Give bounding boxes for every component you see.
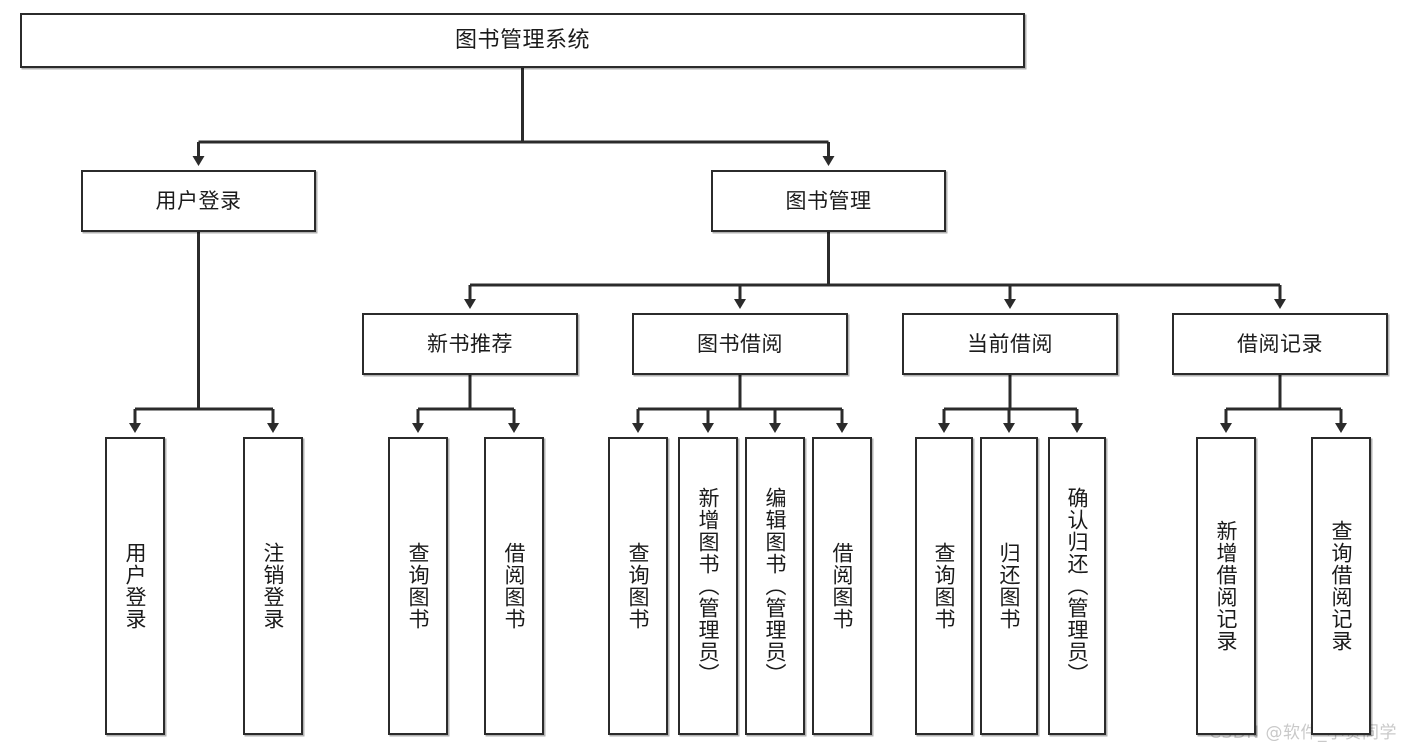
node-label: 图书管理 [785, 188, 872, 213]
node-current-borrow[interactable]: 当前借阅 [902, 313, 1118, 375]
node-leaf-add-book-admin[interactable]: 新增图书（管理员） [678, 437, 738, 735]
node-label: 借阅记录 [1237, 331, 1323, 356]
node-new-book-rec[interactable]: 新书推荐 [362, 313, 578, 375]
node-leaf-add-borrow-record[interactable]: 新增借阅记录 [1196, 437, 1256, 735]
node-label: 查询图书 [406, 542, 431, 630]
node-label: 新书推荐 [427, 331, 513, 356]
node-leaf-query-borrow-record[interactable]: 查询借阅记录 [1311, 437, 1371, 735]
node-borrow-record[interactable]: 借阅记录 [1172, 313, 1388, 375]
node-label: 借阅图书 [830, 542, 855, 630]
node-leaf-confirm-return-admin[interactable]: 确认归还（管理员） [1048, 437, 1106, 735]
node-label: 新增借阅记录 [1214, 520, 1239, 652]
node-leaf-query-book-borrow[interactable]: 查询图书 [608, 437, 668, 735]
node-label: 当前借阅 [967, 331, 1053, 356]
node-leaf-return-book[interactable]: 归还图书 [980, 437, 1038, 735]
node-label: 用户登录 [155, 188, 242, 213]
node-label: 归还图书 [997, 542, 1022, 630]
node-leaf-query-book-rec[interactable]: 查询图书 [388, 437, 448, 735]
node-leaf-logout-login[interactable]: 注销登录 [243, 437, 303, 735]
node-book-manage[interactable]: 图书管理 [711, 170, 946, 232]
node-label: 新增图书（管理员） [696, 487, 721, 685]
node-label: 查询借阅记录 [1329, 520, 1354, 652]
node-label: 查询图书 [932, 542, 957, 630]
node-user-login[interactable]: 用户登录 [81, 170, 316, 232]
node-root-label: 图书管理系统 [454, 27, 590, 53]
node-label: 确认归还（管理员） [1065, 487, 1090, 685]
node-leaf-borrow-book-rec[interactable]: 借阅图书 [484, 437, 544, 735]
node-leaf-edit-book-admin[interactable]: 编辑图书（管理员） [745, 437, 805, 735]
node-leaf-borrow-book[interactable]: 借阅图书 [812, 437, 872, 735]
node-leaf-query-book-current[interactable]: 查询图书 [915, 437, 973, 735]
node-leaf-user-login[interactable]: 用户登录 [105, 437, 165, 735]
node-label: 注销登录 [261, 542, 286, 630]
node-label: 编辑图书（管理员） [763, 487, 788, 685]
node-label: 图书借阅 [697, 331, 783, 356]
node-label: 用户登录 [123, 542, 148, 630]
node-root[interactable]: 图书管理系统 [20, 13, 1025, 68]
node-label: 查询图书 [626, 542, 651, 630]
node-book-borrow[interactable]: 图书借阅 [632, 313, 848, 375]
node-label: 借阅图书 [502, 542, 527, 630]
